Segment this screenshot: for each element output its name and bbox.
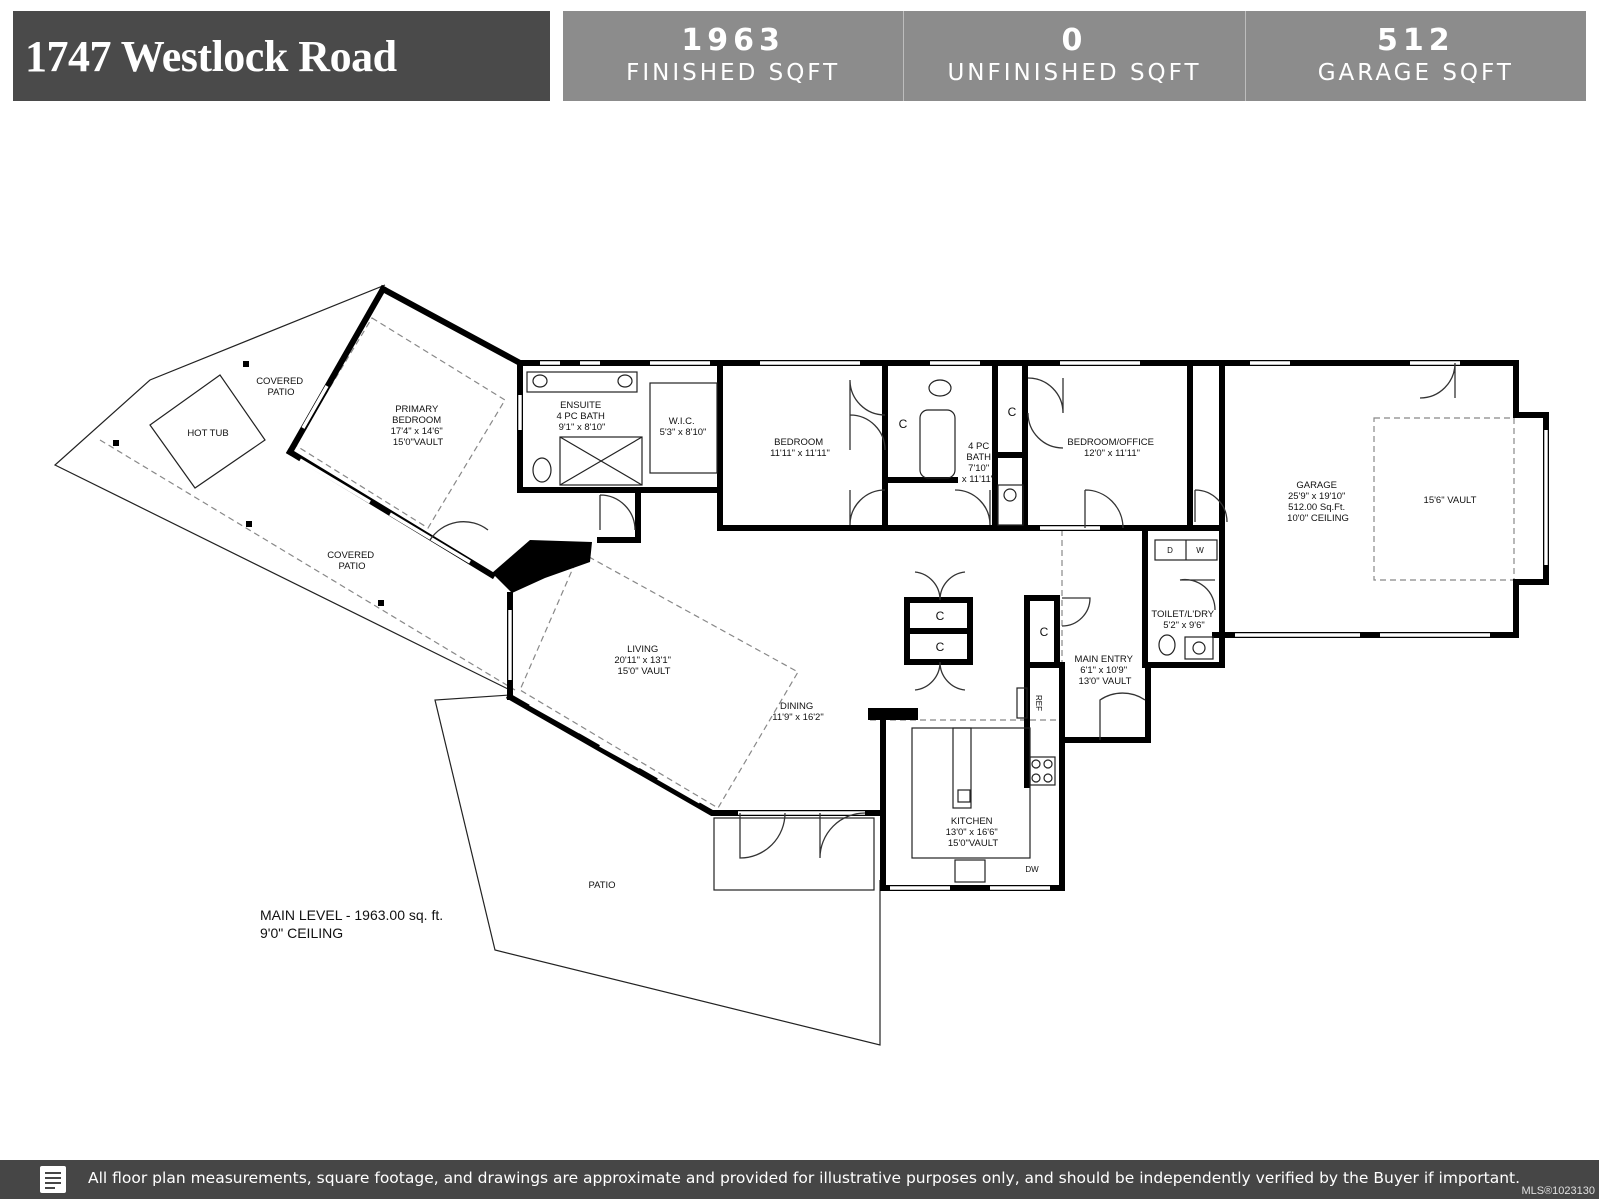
primary-bedroom-label: PRIMARY BEDROOM 17'4" x 14'6" 15'0"VAULT <box>391 404 446 448</box>
room-labels: COVERED PATIO HOT TUB PRIMARY BEDROOM 17… <box>187 376 1476 891</box>
stat-label: FINISHED SQFT <box>626 60 841 86</box>
dishwasher-label: DW <box>1025 865 1039 874</box>
outdoor-outlines <box>53 284 881 1046</box>
closet-label: C <box>899 417 908 431</box>
stat-value: 1963 <box>681 23 785 58</box>
bath-label: 4 PC BATH 7'10" x 11'11" <box>962 441 994 485</box>
garage-label: GARAGE 25'9" x 19'10" 512.00 Sq.Ft. 10'0… <box>1287 480 1349 524</box>
ensuite-label: ENSUITE 4 PC BATH 9'1" x 8'10" <box>556 400 607 433</box>
main-entry-label: MAIN ENTRY 6'1" x 10'9" 13'0" VAULT <box>1075 654 1136 687</box>
covered-patio-dashed-edge <box>99 439 516 691</box>
stat-value: 0 <box>1061 23 1088 58</box>
bedroom-label: BEDROOM 11'11" x 11'11" <box>770 437 830 459</box>
stat-label: GARAGE SQFT <box>1317 60 1514 86</box>
shower <box>559 436 643 486</box>
ensuite-vanity <box>526 371 638 393</box>
level-ceiling: 9'0" CEILING <box>260 925 343 941</box>
stat-label: UNFINISHED SQFT <box>947 60 1202 86</box>
stat-unfinished-sqft: 0 UNFINISHED SQFT <box>904 11 1246 101</box>
living-vault-outline <box>519 551 799 809</box>
wic-label: W.I.C. 5'3" x 8'10" <box>660 416 707 438</box>
ensuite-toilet <box>532 457 552 483</box>
doors <box>429 362 1456 859</box>
kitchen-label: KITCHEN 13'0" x 16'6" 15'0"VAULT <box>946 816 1001 849</box>
closet-label: C <box>936 640 945 654</box>
washer-label: W <box>1196 546 1204 555</box>
patio-outline <box>434 694 881 1046</box>
garage-vault-label: 15'6" VAULT <box>1424 495 1477 506</box>
living-label: LIVING 20'11" x 13'1" 15'0" VAULT <box>614 644 673 677</box>
stat-finished-sqft: 1963 FINISHED SQFT <box>563 11 905 101</box>
covered-patio-outline <box>53 284 511 691</box>
document-icon <box>40 1166 66 1193</box>
appliance-labels: D W DW REF <box>1025 546 1204 874</box>
disclaimer-text: All floor plan measurements, square foot… <box>88 1169 1521 1187</box>
mls-number: MLS®1023130 <box>1521 1185 1595 1197</box>
dryer-label: D <box>1167 546 1173 555</box>
bathtub <box>919 409 956 479</box>
patio-posts <box>113 361 384 606</box>
disclaimer-footer: All floor plan measurements, square foot… <box>0 1160 1599 1199</box>
fridge <box>1016 687 1028 719</box>
cooktop <box>1029 756 1056 786</box>
sqft-stats-bar: 1963 FINISHED SQFT 0 UNFINISHED SQFT 512… <box>563 11 1586 101</box>
patio-label: PATIO <box>588 880 615 891</box>
property-address: 1747 Westlock Road <box>25 31 397 81</box>
covered-patio-bottom-label: COVERED PATIO <box>327 550 377 572</box>
hot-tub-label: HOT TUB <box>187 428 228 439</box>
wic-shelving <box>649 382 718 474</box>
dining-label: DINING 11'9" x 16'2" <box>772 701 823 723</box>
level-area: MAIN LEVEL - 1963.00 sq. ft. <box>260 907 443 923</box>
covered-patio-top-label: COVERED PATIO <box>256 376 306 398</box>
garage-vault-outline <box>1373 417 1515 581</box>
hot-tub-outline <box>149 374 266 489</box>
windows <box>299 361 1548 890</box>
closet-label: C <box>936 609 945 623</box>
closet-label: C <box>1008 405 1017 419</box>
fridge-label: REF <box>1034 695 1043 711</box>
address-banner: 1747 Westlock Road <box>13 11 550 101</box>
fixtures <box>526 371 1218 883</box>
walls <box>285 284 1549 891</box>
closet-label: C <box>1040 625 1049 639</box>
bedroom-office-label: BEDROOM/OFFICE 12'0" x 11'11" <box>1067 437 1156 459</box>
toilet-laundry-label: TOILET/L'DRY 5'2" x 9'6" <box>1151 609 1216 631</box>
level-note: MAIN LEVEL - 1963.00 sq. ft. 9'0" CEILIN… <box>260 907 443 941</box>
patio-step <box>713 817 875 891</box>
stat-garage-sqft: 512 GARAGE SQFT <box>1246 11 1586 101</box>
closet-labels: C C C C C <box>899 405 1049 654</box>
kitchen-sink <box>954 859 986 883</box>
stat-value: 512 <box>1377 23 1455 58</box>
bath-toilet <box>928 379 952 397</box>
